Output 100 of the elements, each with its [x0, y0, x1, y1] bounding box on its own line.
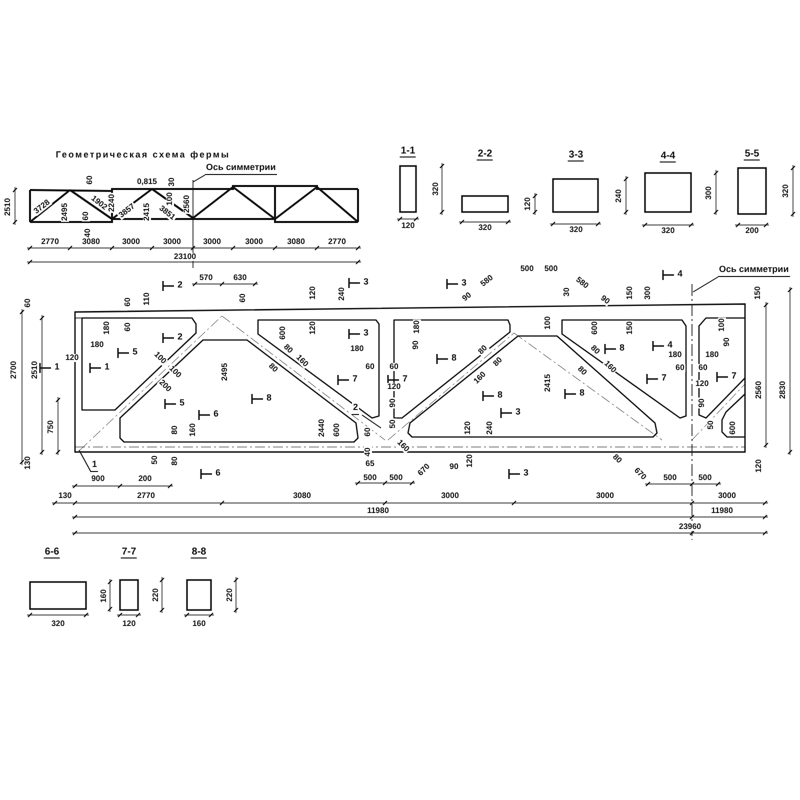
- dimension-label: 600: [591, 320, 599, 336]
- dimension-label: 320: [568, 226, 584, 234]
- section-mark-label: 7: [352, 374, 358, 384]
- dimension-label: 320: [432, 181, 440, 197]
- section-mark-label: 3: [522, 468, 530, 478]
- section-title: 8-8: [190, 548, 208, 558]
- dimension-label: 600: [333, 422, 341, 438]
- dimension-label: 500: [362, 474, 378, 482]
- dimension-label: 80: [171, 424, 179, 436]
- dimension-label: 750: [47, 419, 55, 435]
- section-title: 5-5: [744, 150, 760, 160]
- dimension-label: 2770: [136, 492, 156, 500]
- dimension-label: 670: [416, 462, 432, 478]
- dimension-label: 2560: [183, 194, 191, 214]
- section-mark-label: 3: [514, 408, 522, 416]
- dimension-label: 2440: [318, 418, 326, 438]
- dimension-label: 600: [279, 325, 287, 341]
- dimension-label: 130: [57, 492, 73, 500]
- dimension-label: 320: [477, 224, 493, 232]
- dimension-label: 160: [191, 620, 207, 628]
- dimension-label: 2495: [61, 202, 69, 222]
- dimension-label: 160: [294, 352, 310, 370]
- section-mark-label: 6: [212, 410, 220, 418]
- section-mark-label: 4: [666, 340, 674, 350]
- dimension-label: 500: [697, 474, 713, 482]
- leader-line: [692, 276, 718, 292]
- dimension-label: 3000: [440, 492, 460, 500]
- dimension-label: 50: [389, 418, 397, 430]
- section-mark-label: 8: [618, 344, 626, 352]
- leader-line: [192, 174, 206, 182]
- dimension-label: 120: [386, 383, 402, 391]
- dimension-label: 120: [309, 320, 317, 336]
- dimension-label: 11980: [366, 507, 390, 515]
- dimension-label: 180: [413, 319, 421, 335]
- dimension-label: 23100: [172, 253, 198, 261]
- dimension-label: 320: [50, 620, 66, 628]
- dimension-label: 240: [615, 188, 623, 204]
- dimension-label: 60: [674, 364, 686, 372]
- dimension-label: 120: [466, 453, 474, 469]
- dimension-label: 2770: [40, 238, 60, 246]
- dimension-label: 200: [156, 378, 174, 394]
- dimension-label: 90: [389, 398, 397, 408]
- dimension-label: 2700: [10, 360, 18, 380]
- section-mark-label: 5: [132, 348, 138, 356]
- dimension-label: 30: [563, 286, 571, 298]
- leader-line: [362, 414, 382, 428]
- section-mark-label: 8: [578, 388, 586, 398]
- dimension-label: 500: [543, 265, 559, 273]
- dimension-label: 90: [412, 340, 420, 350]
- section-mark-label: 7: [660, 374, 668, 382]
- dimension-label: 3080: [286, 238, 306, 246]
- dimension-label: 2240: [108, 193, 116, 213]
- dimension-label: 60: [364, 426, 372, 438]
- dimension-label: 320: [660, 227, 676, 235]
- dimension-label: 580: [573, 275, 591, 291]
- drawing-title: Геометрическая схема фермы: [54, 150, 232, 160]
- dimension-label: 600: [729, 420, 737, 436]
- dimension-label: 180: [89, 341, 105, 349]
- dimension-label: 160: [100, 588, 108, 604]
- section-mark-label: 6: [214, 468, 222, 478]
- dimension-label: 40: [84, 228, 92, 238]
- dimension-label: 0,815: [136, 178, 158, 186]
- section-title: 6-6: [44, 548, 60, 558]
- section-mark-label: 5: [178, 398, 186, 408]
- dimension-label: 120: [121, 620, 137, 628]
- dimension-label: 60: [86, 174, 94, 186]
- dimension-label: 150: [626, 320, 634, 336]
- dimension-label: 220: [226, 587, 234, 603]
- dimension-label: 100: [152, 350, 168, 366]
- section-mark-label: 2: [176, 332, 184, 342]
- dimension-label: 3000: [162, 238, 182, 246]
- dimension-label: 50: [151, 454, 159, 466]
- dimension-label: 110: [143, 292, 151, 306]
- section-mark-label: 2: [176, 280, 184, 290]
- dimension-label: 3000: [121, 238, 141, 246]
- dimension-label: 120: [400, 222, 416, 230]
- section-mark-label: 8: [266, 394, 272, 402]
- leader-line: [78, 450, 92, 472]
- dimension-label: 30: [168, 176, 176, 188]
- dimension-label: 130: [24, 455, 32, 471]
- section-mark-label: 3: [362, 328, 370, 338]
- dimension-label: 200: [744, 227, 760, 235]
- dimension-label: 3000: [717, 492, 737, 500]
- dimension-label: 150: [754, 285, 762, 301]
- dimension-label: 900: [90, 475, 106, 483]
- dimension-label: 180: [103, 320, 111, 336]
- dimension-label: 180: [349, 345, 365, 353]
- dimension-label: 320: [782, 183, 790, 199]
- dimension-label: 120: [524, 196, 532, 212]
- dimension-label: 90: [723, 336, 731, 348]
- section-mark-label: 8: [450, 354, 458, 362]
- callout-number: 2: [352, 402, 360, 415]
- axis-callout: Ось симметрии: [718, 264, 790, 277]
- dimension-label: 220: [152, 587, 160, 603]
- dimension-label: 50: [707, 420, 715, 430]
- dimension-label: 120: [755, 458, 763, 474]
- dimension-label: 60: [364, 363, 376, 371]
- dimension-label: 60: [124, 322, 132, 332]
- dimension-label: 90: [698, 398, 706, 408]
- dimension-label: 90: [448, 463, 460, 471]
